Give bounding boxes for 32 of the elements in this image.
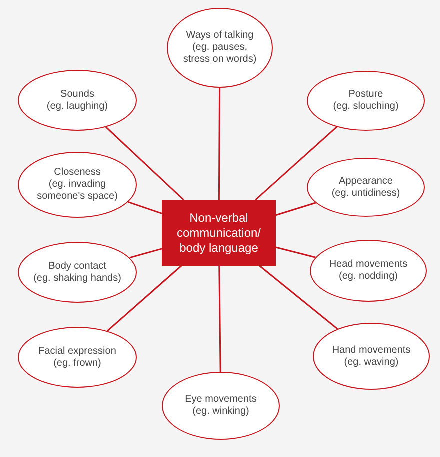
topic-title: Posture — [348, 89, 384, 101]
central-label: Non-verbal communication/ body language — [176, 210, 262, 256]
topic-title: Facial expression — [38, 346, 116, 358]
topic-example: (eg. laughing) — [46, 100, 108, 112]
connector-line — [128, 202, 162, 214]
connector-line — [218, 266, 222, 372]
topic-title: Hand movements — [332, 344, 411, 356]
topic-title: Body contact — [48, 260, 106, 272]
connector-line — [130, 248, 162, 259]
connector-line — [276, 246, 316, 258]
topic-example: (eg. nodding) — [339, 271, 398, 283]
connector-line — [218, 88, 221, 200]
topic-example: (eg. frown) — [54, 358, 102, 370]
connector-line — [276, 202, 316, 216]
connector-line — [255, 126, 338, 201]
topic-example: (eg. shaking hands) — [34, 272, 122, 284]
topic-example: (eg. invading someone's space) — [36, 179, 119, 203]
topic-title: Eye movements — [185, 394, 257, 406]
topic-title: Appearance — [339, 176, 393, 188]
connector-line — [259, 265, 338, 330]
topic-title: Head movements — [329, 259, 408, 271]
topic-title: Sounds — [60, 88, 94, 100]
topic-example: (eg. slouching) — [333, 101, 399, 113]
topic-example: (eg. winking) — [192, 406, 250, 418]
connector-line — [106, 265, 182, 332]
connector-line — [106, 126, 184, 201]
topic-title: Closeness — [54, 167, 101, 179]
topic-example: (eg. pauses, stress on words) — [182, 42, 258, 66]
topic-example: (eg. untidiness) — [332, 188, 400, 200]
central-box — [162, 200, 276, 266]
topic-title: Ways of talking — [186, 30, 254, 42]
topic-example: (eg. waving) — [344, 356, 399, 368]
